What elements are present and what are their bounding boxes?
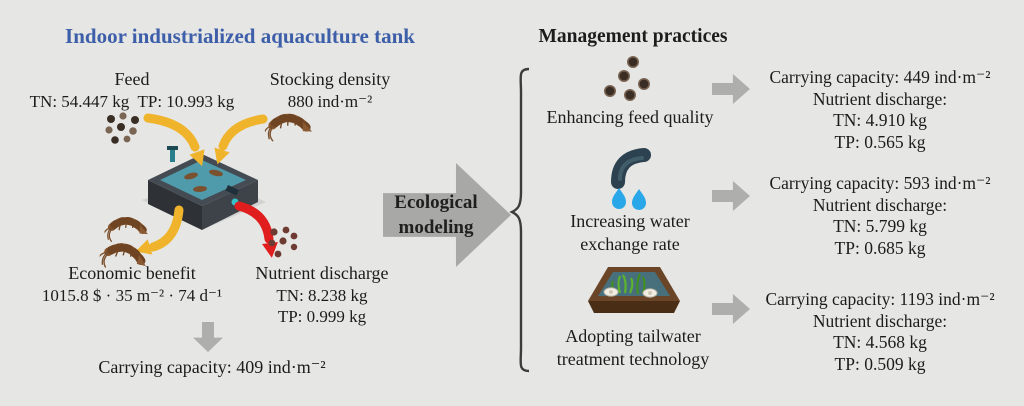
feed-block: Feed TN: 54.447 kg TP: 10.993 kg: [17, 68, 247, 112]
result-tn: TN: 4.910 kg: [833, 110, 927, 130]
outlet-faucet-icon: [225, 185, 239, 196]
ecological-modeling-line2: modeling: [398, 217, 474, 238]
result-block-water-exchange: Carrying capacity: 593 ind·m⁻² Nutrient …: [750, 173, 1010, 259]
brace-icon: [509, 67, 530, 373]
stocking-density-label: Stocking density: [269, 69, 391, 89]
economic-benefit-label: Economic benefit: [68, 263, 196, 283]
nutrient-tp-value: TP: 0.999 kg: [277, 307, 367, 326]
practice-label-water-exchange: Increasing water exchange rate: [570, 211, 690, 254]
practice-label-tailwater: Adopting tailwater treatment technology: [556, 326, 710, 369]
right-arrow-icon: [712, 181, 750, 211]
result-carrying-capacity: Carrying capacity: 1193 ind·m⁻²: [765, 289, 995, 309]
ecological-modeling-line1: Ecological: [394, 192, 478, 213]
result-tp: TP: 0.685 kg: [834, 237, 926, 258]
right-arrow-icon: [712, 74, 750, 104]
nutrient-discharge-block: Nutrient discharge TN: 8.238 kg TP: 0.99…: [237, 262, 407, 327]
feed-values: TN: 54.447 kg TP: 10.993 kg: [29, 92, 235, 111]
result-block-feed-quality: Carrying capacity: 449 ind·m⁻² Nutrient …: [750, 67, 1010, 153]
nutrient-dots-icon: [268, 226, 298, 258]
result-block-tailwater: Carrying capacity: 1193 ind·m⁻² Nutrient…: [750, 289, 1010, 375]
result-discharge-label: Nutrient discharge:: [812, 310, 948, 331]
result-discharge-label: Nutrient discharge:: [812, 194, 948, 215]
result-tn: TN: 4.568 kg: [833, 332, 927, 352]
result-tp: TP: 0.509 kg: [834, 353, 926, 374]
tailwater-treatment-icon: [588, 267, 680, 313]
practice-label-feed-quality: Enhancing feed quality: [546, 107, 714, 127]
result-tp: TP: 0.565 kg: [834, 131, 926, 152]
economic-benefit-value: 1015.8 $ · 35 m⁻² · 74 d⁻¹: [41, 286, 223, 305]
ecological-modeling-text: Ecological modeling: [381, 190, 491, 240]
result-carrying-capacity: Carrying capacity: 449 ind·m⁻²: [769, 67, 991, 87]
water-exchange-icon: [611, 148, 651, 210]
aquaculture-tank-icon: [142, 146, 266, 230]
feed-pellets-icon: [604, 56, 650, 101]
right-panel-title: Management practices: [538, 26, 728, 47]
inlet-pipe-icon: [170, 148, 175, 162]
shrimp-icon: [98, 243, 146, 268]
result-carrying-capacity: Carrying capacity: 593 ind·m⁻²: [769, 173, 991, 193]
baseline-carrying-capacity: Carrying capacity: 409 ind·m⁻²: [98, 357, 326, 377]
stocking-density-block: Stocking density 880 ind·m⁻²: [245, 68, 415, 112]
nutrient-tn-value: TN: 8.238 kg: [276, 286, 368, 305]
feed-pellets-icon: [105, 112, 139, 144]
result-tn: TN: 5.799 kg: [833, 216, 927, 236]
economic-benefit-block: Economic benefit 1015.8 $ · 35 m⁻² · 74 …: [22, 262, 242, 306]
feed-label: Feed: [114, 69, 150, 89]
right-arrow-icon: [712, 294, 750, 324]
nutrient-discharge-label: Nutrient discharge: [255, 263, 389, 283]
stocking-density-value: 880 ind·m⁻²: [287, 92, 373, 111]
shrimp-icon: [263, 113, 313, 142]
result-discharge-label: Nutrient discharge:: [812, 88, 948, 109]
left-panel-title: Indoor industrialized aquaculture tank: [65, 24, 415, 48]
